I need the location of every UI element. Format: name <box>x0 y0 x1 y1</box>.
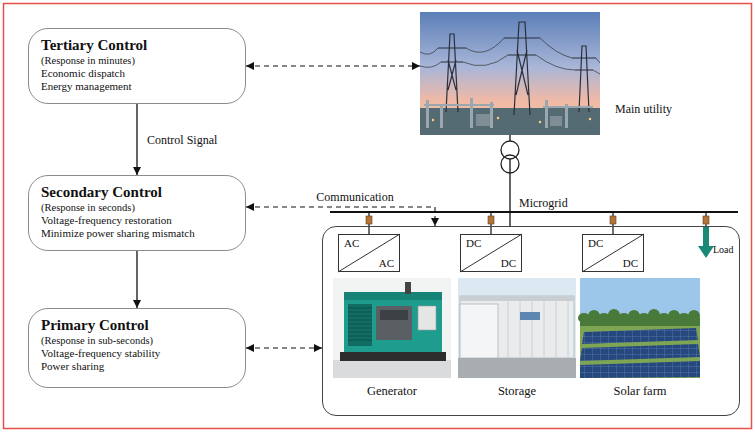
converter-type: DC <box>501 257 516 269</box>
box-text: Voltage-frequency stability <box>41 347 237 360</box>
converter-box: AC AC <box>338 234 400 272</box>
breaker-symbol <box>366 216 709 224</box>
generator-photo <box>333 278 451 378</box>
converter-type: AC <box>379 257 394 269</box>
substation-photo <box>420 12 600 135</box>
load-arrow <box>698 226 714 258</box>
box-text: Minimize power sharing mismatch <box>41 227 237 240</box>
control-arrow <box>136 251 137 308</box>
microgrid-box: MicrogridACACDCDCDCDCGeneratorStorageSol… <box>322 226 740 416</box>
response-time: (Response in sub-seconds) <box>41 334 237 347</box>
group-heading: Microgrid <box>519 196 568 210</box>
box-text: Power sharing <box>41 360 237 373</box>
converter-box: DC DC <box>582 234 644 272</box>
edge-label: Control Signal <box>145 133 219 147</box>
response-time: (Response in minutes) <box>41 54 237 67</box>
box-heading: Tertiary Control <box>41 36 237 54</box>
communication-link <box>246 207 435 226</box>
bus-line <box>330 211 738 213</box>
unit-label: Generator <box>333 384 451 399</box>
edge-label: Communication <box>314 190 395 204</box>
load-label: Load <box>713 244 734 256</box>
node-label: Main utility <box>615 102 672 117</box>
solar-photo <box>578 278 700 378</box>
control-box: Primary Control(Response in sub-seconds)… <box>28 308 246 388</box>
utility-image: Main utility <box>420 12 600 135</box>
converter-type: DC <box>588 237 603 249</box>
unit-label: Solar farm <box>580 384 700 399</box>
box-text: Voltage-frequency restoration <box>41 214 237 227</box>
communication-link <box>246 347 322 348</box>
control-box: Tertiary Control(Response in minutes)Eco… <box>28 28 246 104</box>
communication-link <box>246 65 420 66</box>
box-text: Economic dispatch <box>41 67 237 80</box>
control-arrow <box>136 104 137 175</box>
converter-type: AC <box>344 237 359 249</box>
control-box: Secondary Control(Response in seconds)Vo… <box>28 175 246 251</box>
box-heading: Secondary Control <box>41 183 237 201</box>
storage-photo <box>458 278 576 378</box>
response-time: (Response in seconds) <box>41 201 237 214</box>
storage-unit: Storage <box>458 278 576 399</box>
converter-type: DC <box>466 237 481 249</box>
unit-label: Storage <box>458 384 576 399</box>
converter-diagonal <box>338 234 644 272</box>
generator-unit: Generator <box>333 278 451 399</box>
solar-unit: Solar farm <box>580 278 700 399</box>
converter-box: DC DC <box>460 234 522 272</box>
box-heading: Primary Control <box>41 316 237 334</box>
converter-type: DC <box>623 257 638 269</box>
box-text: Energy management <box>41 80 237 93</box>
feeder-lines <box>369 212 706 234</box>
outer-frame <box>4 4 752 429</box>
